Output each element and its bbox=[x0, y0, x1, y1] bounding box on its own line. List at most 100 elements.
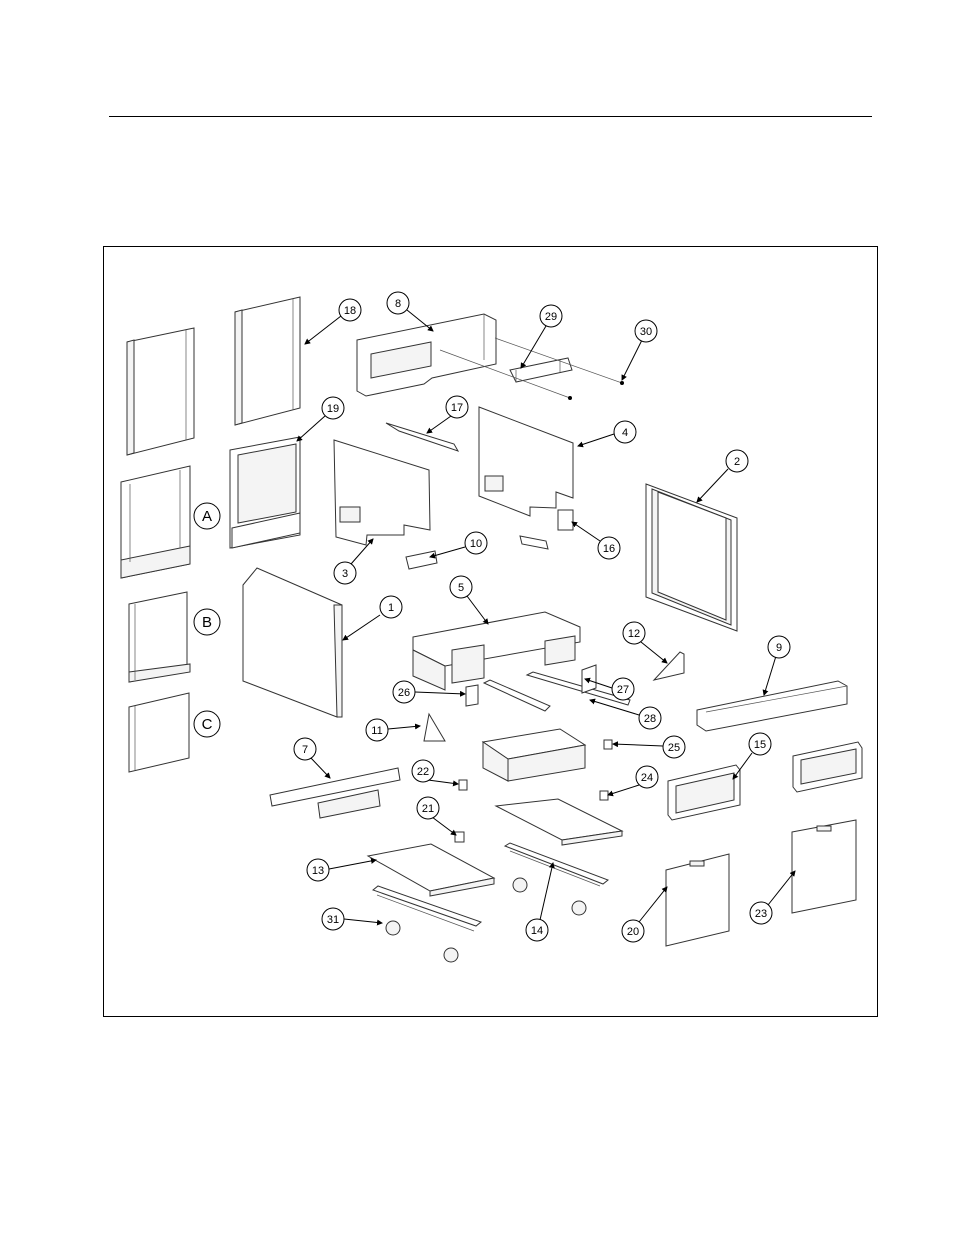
latch-25 bbox=[603, 739, 613, 750]
callout-24: 24 bbox=[607, 765, 659, 797]
side-panel-left-upper bbox=[126, 327, 195, 456]
callout-18: 18 bbox=[304, 298, 362, 345]
casters bbox=[385, 877, 587, 963]
svg-text:31: 31 bbox=[327, 914, 339, 926]
callout-17: 17 bbox=[426, 395, 469, 434]
callout-10: 10 bbox=[429, 531, 488, 559]
base-plate-13 bbox=[366, 843, 496, 897]
svg-text:24: 24 bbox=[641, 772, 653, 784]
callout-23: 23 bbox=[749, 870, 796, 925]
door-23 bbox=[791, 819, 857, 914]
callout-13: 13 bbox=[306, 857, 377, 882]
gusset-12 bbox=[652, 651, 685, 681]
svg-text:21: 21 bbox=[422, 803, 434, 815]
rod-30 bbox=[439, 337, 624, 400]
enclosure-19 bbox=[229, 436, 301, 549]
base-frame-5 bbox=[412, 611, 581, 691]
svg-text:18: 18 bbox=[344, 305, 356, 317]
svg-text:25: 25 bbox=[668, 742, 680, 754]
box-right bbox=[792, 741, 863, 793]
clip-10 bbox=[405, 550, 438, 570]
callout-26: 26 bbox=[392, 680, 466, 704]
svg-text:15: 15 bbox=[754, 739, 766, 751]
bracket-29 bbox=[509, 357, 573, 383]
variant-label-a: A bbox=[193, 502, 221, 530]
svg-text:C: C bbox=[202, 716, 213, 733]
callout-4: 4 bbox=[577, 420, 637, 448]
base-plate-right bbox=[494, 798, 624, 846]
callout-16: 16 bbox=[571, 521, 621, 560]
callout-9: 9 bbox=[762, 635, 791, 696]
svg-text:12: 12 bbox=[628, 628, 640, 640]
variant-c-panel bbox=[128, 692, 190, 773]
svg-text:26: 26 bbox=[398, 687, 410, 699]
bracket-27 bbox=[581, 664, 597, 694]
callout-5: 5 bbox=[449, 575, 489, 625]
callout-12: 12 bbox=[622, 621, 668, 664]
door-20 bbox=[665, 853, 730, 947]
svg-text:19: 19 bbox=[327, 403, 339, 415]
callout-14: 14 bbox=[525, 862, 555, 942]
trim-17 bbox=[385, 422, 460, 452]
variant-a-panel bbox=[120, 465, 191, 579]
svg-text:B: B bbox=[202, 614, 212, 631]
latch-22 bbox=[458, 779, 468, 791]
rail-31 bbox=[371, 885, 483, 932]
svg-text:9: 9 bbox=[776, 642, 782, 654]
clip-small bbox=[519, 535, 549, 550]
variant-label-c: C bbox=[193, 710, 221, 738]
svg-text:3: 3 bbox=[342, 568, 348, 580]
svg-text:5: 5 bbox=[458, 582, 464, 594]
block-16 bbox=[557, 509, 574, 531]
callout-29: 29 bbox=[520, 304, 563, 369]
svg-text:16: 16 bbox=[603, 543, 615, 555]
svg-text:30: 30 bbox=[640, 326, 652, 338]
latch-24 bbox=[599, 790, 609, 801]
panel-4 bbox=[478, 406, 574, 517]
callout-21: 21 bbox=[416, 796, 457, 836]
svg-text:27: 27 bbox=[617, 684, 629, 696]
callout-15: 15 bbox=[732, 732, 772, 780]
box-15 bbox=[667, 764, 741, 821]
svg-text:28: 28 bbox=[644, 713, 656, 725]
callout-3: 3 bbox=[333, 538, 374, 585]
svg-text:2: 2 bbox=[734, 456, 740, 468]
latch-21 bbox=[454, 831, 465, 843]
header-rule bbox=[109, 116, 872, 117]
callout-27: 27 bbox=[584, 677, 635, 701]
callout-28: 28 bbox=[589, 698, 662, 730]
svg-text:10: 10 bbox=[470, 538, 482, 550]
svg-text:A: A bbox=[202, 508, 212, 525]
callout-11: 11 bbox=[365, 718, 421, 742]
svg-text:29: 29 bbox=[545, 311, 557, 323]
callout-22: 22 bbox=[411, 759, 459, 787]
rail-28 bbox=[482, 671, 631, 712]
callout-8: 8 bbox=[386, 291, 434, 332]
plate-7 bbox=[269, 767, 401, 819]
callout-7: 7 bbox=[293, 737, 331, 779]
diagram-frame bbox=[103, 246, 878, 1017]
callout-30: 30 bbox=[621, 319, 658, 381]
tray bbox=[481, 728, 587, 782]
callout-25: 25 bbox=[612, 735, 686, 759]
svg-text:8: 8 bbox=[395, 298, 401, 310]
large-panel-1 bbox=[242, 567, 343, 718]
frame-2 bbox=[645, 483, 738, 632]
variant-b-panel bbox=[128, 591, 191, 683]
rail-14 bbox=[503, 842, 609, 887]
svg-text:17: 17 bbox=[451, 402, 463, 414]
callout-31: 31 bbox=[321, 907, 383, 931]
gusset-11 bbox=[423, 712, 446, 742]
top-cover-8 bbox=[356, 313, 497, 397]
bracket-26 bbox=[465, 684, 479, 707]
callout-1: 1 bbox=[342, 595, 403, 641]
callout-20: 20 bbox=[621, 886, 668, 943]
svg-text:4: 4 bbox=[622, 427, 628, 439]
svg-text:11: 11 bbox=[371, 725, 382, 737]
svg-text:7: 7 bbox=[302, 744, 308, 756]
svg-text:22: 22 bbox=[417, 766, 429, 778]
svg-text:1: 1 bbox=[388, 602, 394, 614]
svg-text:14: 14 bbox=[531, 925, 543, 937]
callout-2: 2 bbox=[696, 449, 749, 503]
